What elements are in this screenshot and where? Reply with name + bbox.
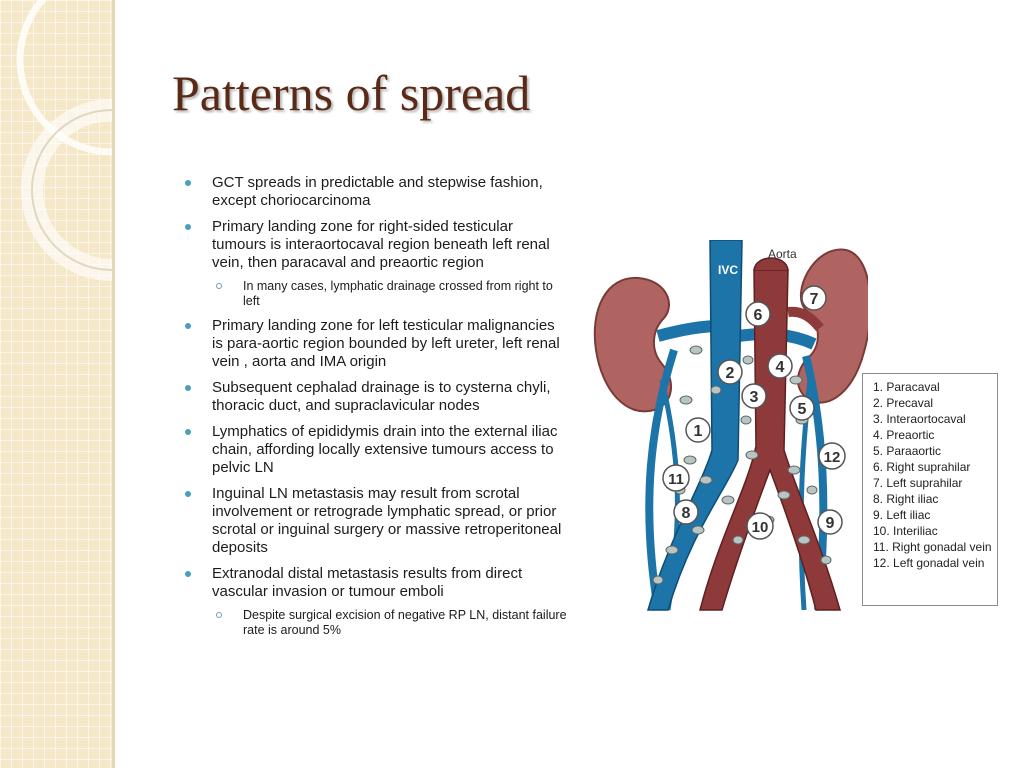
lymph-node-anatomy-figure: IVC Aorta 1 2 3 4 5 6 7 8 9 10 11 12 [593,240,868,611]
node-marker: 6 [745,301,771,327]
legend-item: 2. Precaval [873,396,934,410]
left-renal-artery [787,306,824,332]
sub-bullet-list: In many cases, lymphatic drainage crosse… [212,279,568,309]
node-number: 9 [826,515,835,532]
aorta-vessel [699,269,841,611]
ivc-label: IVC [718,263,738,277]
bullet-text: Lymphatics of epididymis drain into the … [212,423,558,476]
aorta-label: Aorta [768,247,797,261]
legend-item: 6. Right suprahilar [873,460,971,474]
node-marker: 1 [685,417,711,443]
bullet-item: Subsequent cephalad drainage is to cyste… [183,379,568,415]
bullet-item: Lymphatics of epididymis drain into the … [183,423,568,477]
node-number: 2 [726,365,735,382]
side-panel-edge [112,0,115,768]
bullet-item: GCT spreads in predictable and stepwise … [183,174,568,210]
node-marker: 8 [673,499,699,525]
figure-legend: 1. Paracaval 2. Precaval 3. Interaortoca… [862,373,998,606]
legend-item: 11. Right gonadal vein [873,540,992,554]
sub-bullet-item: In many cases, lymphatic drainage crosse… [212,279,568,309]
bullet-text: GCT spreads in predictable and stepwise … [212,174,543,209]
node-marker: 9 [817,509,843,535]
node-marker: 11 [662,464,690,492]
sub-bullet-list: Despite surgical excision of negative RP… [212,608,568,638]
node-number: 7 [810,291,819,308]
bullet-text: Primary landing zone for left testicular… [212,317,560,370]
bullet-item: Primary landing zone for left testicular… [183,317,568,371]
node-number: 6 [754,307,763,324]
legend-item: 4. Preaortic [873,428,935,442]
lymph-node-cluster [652,345,832,585]
node-number: 1 [694,423,703,440]
bullet-text: Subsequent cephalad drainage is to cyste… [212,379,551,414]
bullet-item: Primary landing zone for right-sided tes… [183,218,568,309]
legend-item: 1. Paracaval [873,380,940,394]
legend-item: 9. Left iliac [873,508,931,522]
node-marker: 2 [717,359,743,385]
bullet-list: GCT spreads in predictable and stepwise … [183,174,568,646]
bullet-item: Extranodal distal metastasis results fro… [183,565,568,638]
legend-item: 7. Left suprahilar [873,476,963,490]
node-number: 10 [752,519,769,536]
node-number: 5 [798,401,807,418]
node-number: 8 [682,505,691,522]
node-marker: 7 [801,285,827,311]
node-number: 3 [750,389,759,406]
node-number: 4 [776,359,785,376]
node-marker: 10 [746,512,774,540]
legend-item: 10. Interiliac [873,524,938,538]
node-marker: 12 [818,442,846,470]
bullet-item: Inguinal LN metastasis may result from s… [183,485,568,557]
legend-item: 5. Paraaortic [873,444,942,458]
right-gonadal-vein [645,348,678,611]
legend-item: 8. Right iliac [873,492,939,506]
decorative-side-panel [0,0,112,768]
bullet-text: Primary landing zone for right-sided tes… [212,218,550,271]
legend-item: 12. Left gonadal vein [873,556,985,570]
bullet-text: Extranodal distal metastasis results fro… [212,565,523,600]
slide-title: Patterns of spread [172,65,531,121]
node-number: 11 [668,471,684,488]
legend-item: 3. Interaortocaval [873,412,966,426]
aortic-arch-top [753,257,789,271]
node-marker: 3 [741,383,767,409]
decorative-rings [16,0,112,281]
sub-bullet-item: Despite surgical excision of negative RP… [212,608,568,638]
node-marker: 5 [789,395,815,421]
bullet-text: Inguinal LN metastasis may result from s… [212,485,562,556]
node-marker: 4 [767,353,793,379]
node-number: 12 [824,449,841,466]
